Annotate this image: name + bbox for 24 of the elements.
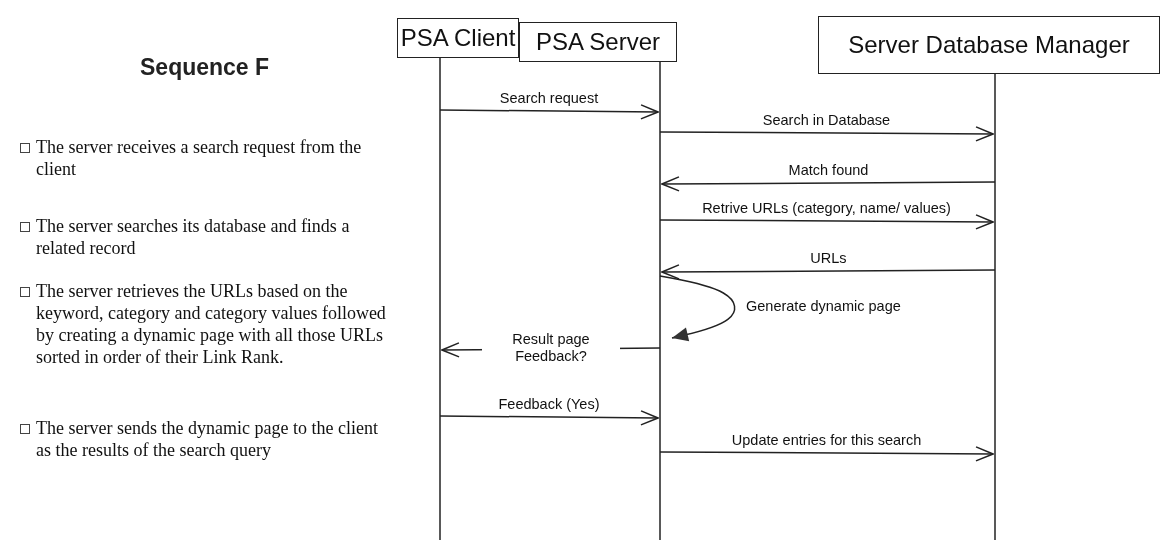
message-arrow <box>659 446 994 462</box>
lifeline-header-box: PSA Client <box>397 18 519 58</box>
message-arrow <box>439 410 659 426</box>
message-label: Search request <box>498 89 600 108</box>
lifeline-header-box: PSA Server <box>519 22 677 62</box>
message-arrow <box>439 104 659 120</box>
message-label: Update entries for this search <box>730 431 923 450</box>
self-message-arrow <box>659 275 736 342</box>
diagram-title: Sequence F <box>140 54 270 81</box>
message-label: Match found <box>787 161 870 180</box>
message-arrow <box>659 126 994 142</box>
message-arrow <box>661 264 996 280</box>
message-label: Generate dynamic page <box>746 297 901 316</box>
message-label: URLs <box>809 249 848 268</box>
message-label: Feedback (Yes) <box>497 395 601 414</box>
message-label: Search in Database <box>761 111 892 130</box>
message-arrow <box>661 176 996 192</box>
step-note: The server retrieves the URLs based on the keyword, category and category values followed by creating a dynamic page with all those URLs sorted in order of their Link Rank. <box>36 280 386 368</box>
step-note: The server sends the dynamic page to the client as the results of the search query <box>36 417 379 461</box>
lifeline-header-box: Server Database Manager <box>818 16 1160 74</box>
step-note: The server searches its database and finds a related record <box>36 215 351 259</box>
step-note: The server receives a search request from the client <box>36 136 363 180</box>
message-label: Retrive URLs (category, name/ values) <box>701 199 952 218</box>
message-arrow <box>659 214 994 230</box>
